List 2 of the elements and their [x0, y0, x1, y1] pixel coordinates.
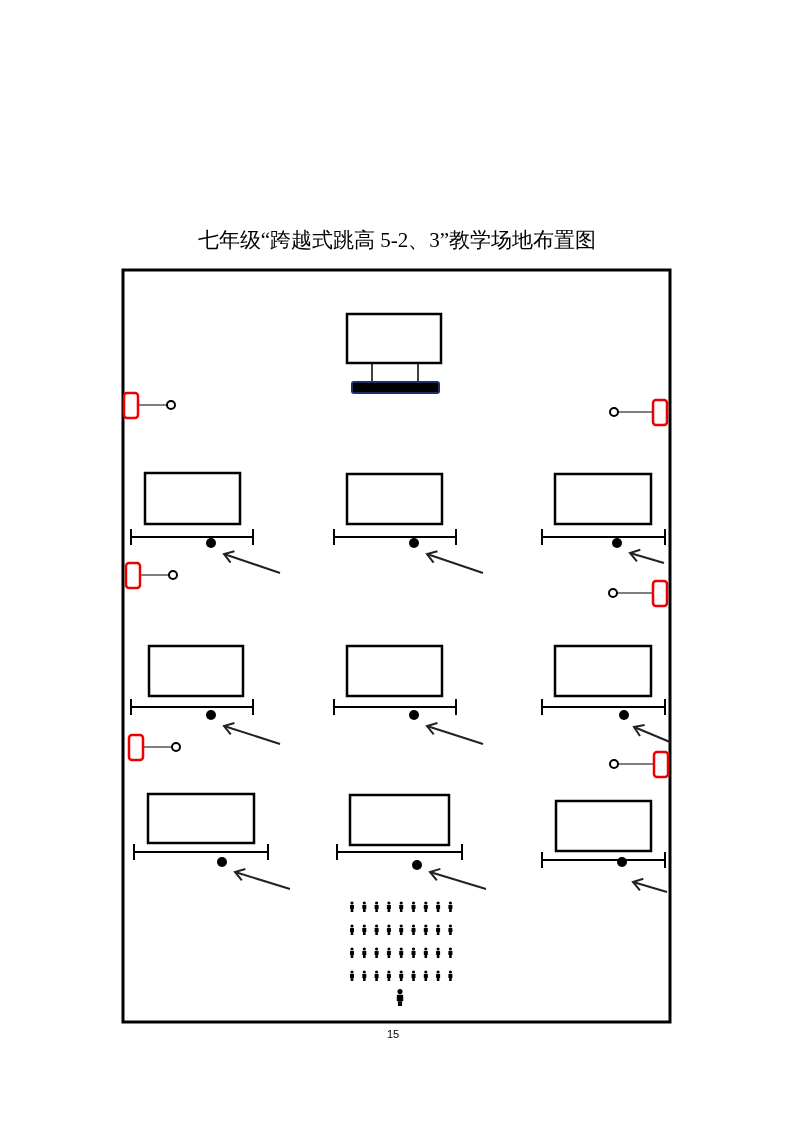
title: 七年级“跨越式跳高 5-2、3”教学场地布置图: [197, 227, 597, 254]
page-number: 15: [387, 1028, 400, 1040]
